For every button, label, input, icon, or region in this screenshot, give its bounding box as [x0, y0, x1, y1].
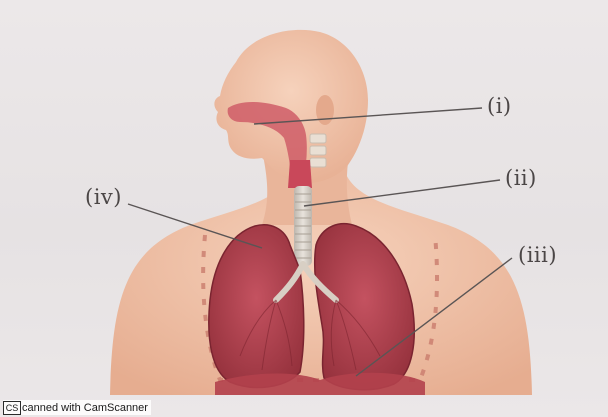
camscanner-logo-icon: CS — [3, 401, 21, 415]
label-i: (i) — [487, 96, 512, 117]
watermark-text: canned with CamScanner — [22, 402, 148, 414]
camscanner-watermark: CS canned with CamScanner — [3, 400, 151, 415]
label-iii: (iii) — [518, 245, 557, 266]
label-iv: (iv) — [85, 187, 122, 208]
ear — [316, 95, 334, 125]
larynx — [288, 160, 312, 188]
label-ii: (ii) — [505, 168, 537, 189]
cervical-spine — [310, 134, 326, 167]
